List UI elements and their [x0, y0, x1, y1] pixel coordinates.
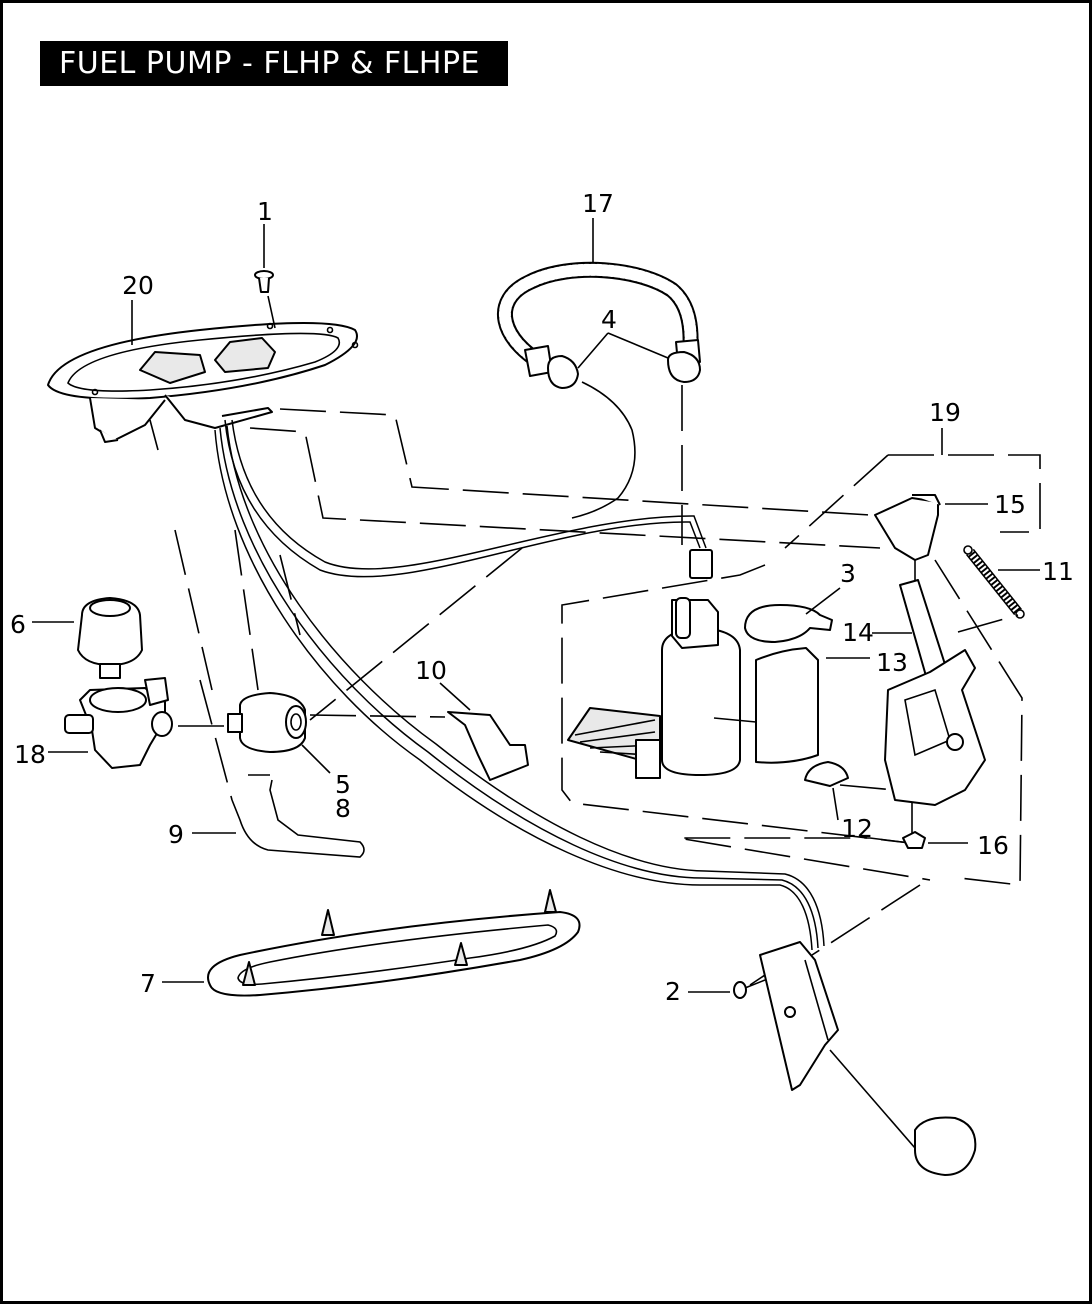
part-screw-1: [254, 270, 274, 293]
callout-leaders: [32, 218, 1040, 993]
part-pressure-regulator: [77, 597, 143, 679]
callout-9: 9: [168, 820, 184, 849]
callout-1: 1: [257, 197, 273, 226]
part-clamps: [547, 351, 701, 389]
callout-8: 8: [335, 794, 351, 823]
callout-numbers: 1 2 3 4 5 6 7 8 9 10 11 12 13 14 15 16 1…: [10, 189, 1074, 1006]
part-fuel-hose: [496, 261, 701, 377]
callout-20: 20: [122, 271, 154, 300]
callout-4: 4: [601, 305, 617, 334]
callout-14: 14: [842, 618, 874, 647]
part-fuel-pump: [661, 549, 741, 776]
return-tube: [571, 381, 636, 519]
part-small-bracket: [447, 711, 529, 781]
part-top-bracket: [874, 494, 941, 561]
callout-11: 11: [1042, 557, 1074, 586]
part-top-plate: [47, 322, 359, 443]
callout-10: 10: [415, 656, 447, 685]
part-band-clip: [744, 604, 833, 643]
callout-19: 19: [929, 398, 961, 427]
callout-6: 6: [10, 610, 26, 639]
wire-harness: [214, 419, 825, 951]
part-sleeve: [755, 647, 819, 764]
part-level-sender: [759, 941, 977, 1176]
callout-13: 13: [876, 648, 908, 677]
assembly-dashed-lines: [149, 385, 1041, 986]
callout-17: 17: [582, 189, 614, 218]
part-screw-2: [733, 979, 766, 999]
part-fuel-filter: [227, 692, 307, 753]
callout-12: 12: [841, 814, 873, 843]
part-retainer: [804, 761, 849, 787]
part-filter-sock: [567, 707, 661, 779]
callout-15: 15: [994, 490, 1026, 519]
part-wire-clip: [231, 779, 365, 858]
part-spring: [963, 545, 1025, 619]
part-nut: [902, 831, 926, 849]
part-gasket: [207, 889, 581, 997]
callout-2: 2: [665, 977, 681, 1006]
callout-7: 7: [140, 969, 156, 998]
callout-3: 3: [840, 559, 856, 588]
part-regulator-housing: [64, 677, 173, 769]
callout-5: 5: [335, 770, 351, 799]
callout-16: 16: [977, 831, 1009, 860]
diagram-title: FUEL PUMP - FLHP & FLHPE: [40, 41, 508, 86]
part-guide-rail: [884, 579, 986, 806]
callout-18: 18: [14, 740, 46, 769]
